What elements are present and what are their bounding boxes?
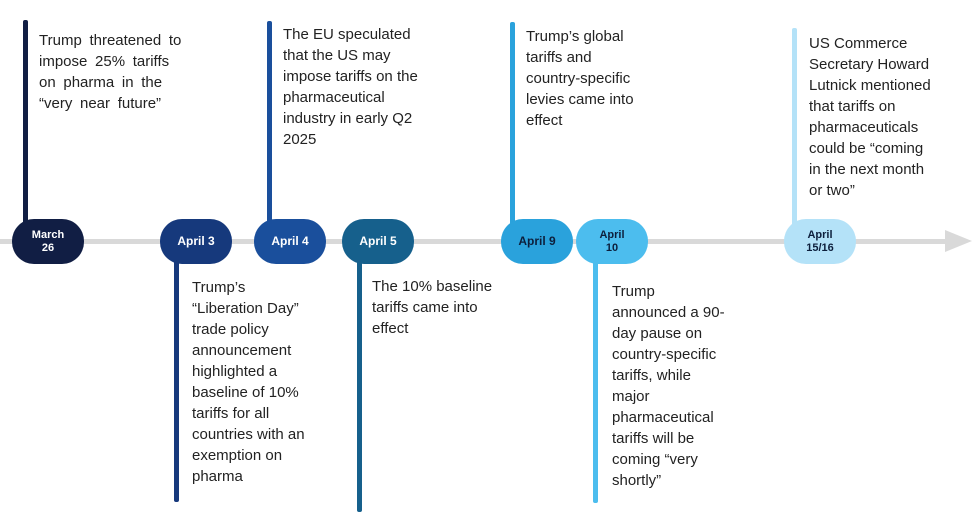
event-description: Trump threatened to impose 25% tariffs o… xyxy=(39,32,182,112)
event-pill-april-3: April 3 xyxy=(160,219,232,264)
event-date: April 15/16 xyxy=(806,229,834,254)
event-date: April 10 xyxy=(599,229,625,254)
event-pill-april-9: April 9 xyxy=(501,219,573,264)
event-connector xyxy=(792,28,797,241)
event-description: The 10% baseline tariffs came into effec… xyxy=(372,278,493,337)
event-description: The EU speculated that the US may impose… xyxy=(283,26,418,148)
event-connector xyxy=(23,20,28,241)
event-connector xyxy=(593,242,598,503)
timeline-axis xyxy=(0,239,948,244)
event-description: Trump announced a 90- day pause on count… xyxy=(612,283,725,489)
event-date: March 26 xyxy=(31,229,65,254)
event-pill-april-5: April 5 xyxy=(342,219,414,264)
event-pill-april-10: April 10 xyxy=(576,219,648,264)
event-date: April 4 xyxy=(271,233,309,248)
event-description: US Commerce Secretary Howard Lutnick men… xyxy=(809,35,931,199)
event-connector xyxy=(510,22,515,241)
event-date: April 3 xyxy=(177,233,215,248)
event-date: April 5 xyxy=(359,233,397,248)
timeline-arrow-icon xyxy=(945,230,972,252)
event-connector xyxy=(174,242,179,502)
event-connector xyxy=(267,21,272,241)
event-date: April 9 xyxy=(518,233,556,248)
event-description: Trump’s “Liberation Day” trade policy an… xyxy=(192,279,305,485)
event-pill-april-4: April 4 xyxy=(254,219,326,264)
event-pill-april-15-16: April 15/16 xyxy=(784,219,856,264)
event-pill-march-26: March 26 xyxy=(12,219,84,264)
event-description: Trump’s global tariffs and country-speci… xyxy=(526,28,634,129)
event-connector xyxy=(357,242,362,512)
